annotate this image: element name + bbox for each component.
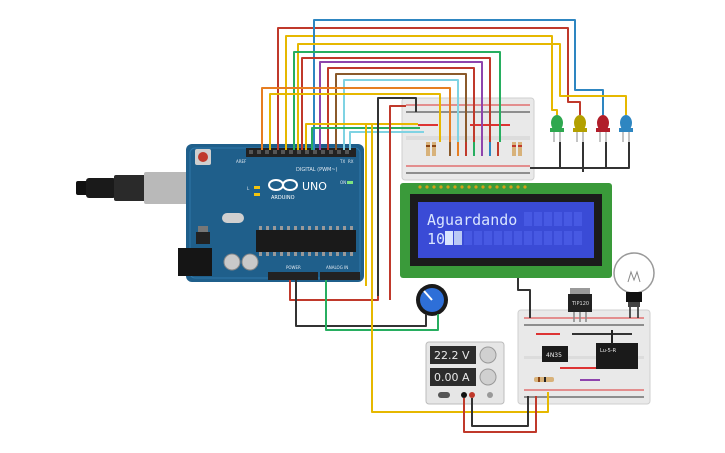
aref-label: AREF (236, 159, 247, 164)
analog-label: ANALOG IN (326, 265, 348, 270)
led-red (596, 115, 610, 142)
wire-pot-gnd (295, 280, 427, 327)
atmega-chip (256, 230, 356, 252)
resistor-array-right (512, 142, 522, 156)
current-display (430, 368, 476, 386)
wire-led-ground (530, 142, 630, 169)
on-label: ON (340, 180, 346, 185)
crystal (222, 213, 244, 223)
voltage-knob[interactable] (479, 346, 497, 364)
potentiometer[interactable] (416, 284, 448, 316)
current-knob[interactable] (479, 368, 497, 386)
uno-logo-text: UNO (302, 180, 327, 193)
wire-yellow-3 (269, 93, 441, 150)
wire-cyan (343, 79, 459, 150)
wire-green (293, 51, 501, 150)
positive-terminal (469, 392, 475, 398)
led-blue (619, 115, 633, 142)
wire-gnd-top (377, 97, 417, 296)
voltage-readout: 22.2 V (434, 349, 470, 362)
light-bulb (613, 252, 655, 318)
power-label: POWER (286, 265, 301, 270)
wire-yellow-bottom (371, 124, 549, 413)
wire-blue-led (313, 19, 604, 150)
wire-psu-negative (471, 396, 529, 427)
lcd-screen (418, 202, 594, 258)
wire-cyan-short (349, 131, 424, 150)
relay-label: Lu-5-R (600, 348, 617, 354)
wire-5v-top (389, 105, 406, 300)
wire-brown (335, 73, 467, 150)
wire-yellow-led (285, 35, 558, 150)
breadboard-bottom: 4N35 Lu-5-R (517, 309, 651, 405)
brand-text: ARDUINO (271, 195, 295, 201)
wire-red-2 (301, 57, 491, 150)
digital-label: DIGITAL (PWM~) (296, 167, 338, 173)
lcd-cells (464, 212, 582, 245)
wire-red-3 (327, 67, 475, 150)
tx-label: TX (339, 159, 345, 164)
voltage-regulator (196, 232, 210, 244)
wire-green-short (311, 127, 420, 150)
transistor-label: TIP120 (571, 301, 589, 307)
arduino-uno-board: AREF DIGITAL (PWM~) TX RX ARDUINO UNO L … (178, 144, 364, 282)
resistor-array-left (426, 142, 436, 156)
optocoupler-chip (542, 346, 568, 362)
led-green (550, 115, 564, 142)
rx-label: RX (348, 159, 354, 164)
wire-pot-signal (325, 280, 439, 331)
lcd-line-1: Aguardando (427, 211, 517, 229)
wire-yellow-short (305, 123, 418, 150)
wire-psu-positive (463, 396, 537, 433)
wire-red-led (277, 27, 581, 150)
capacitor (223, 253, 241, 271)
power-switch[interactable] (438, 392, 450, 398)
current-readout: 0.00 A (434, 371, 470, 384)
voltage-display (430, 346, 476, 364)
wires (261, 19, 630, 433)
lcd-line-2: 10 (427, 230, 445, 248)
optocoupler-label: 4N35 (546, 352, 562, 359)
wire-yellow-left (360, 123, 367, 286)
lcd-module: Aguardando 10 (400, 183, 612, 278)
breadboard-top (401, 97, 535, 181)
wire-yellow-2 (297, 43, 627, 150)
relay (596, 343, 638, 369)
led-yellow (573, 115, 587, 142)
analog-header (320, 272, 360, 280)
arduino-logo: ARDUINO (268, 179, 298, 201)
wire-purple (319, 61, 483, 150)
tip120-transistor: TIP120 (568, 288, 592, 322)
power-supply: 22.2 V 0.00 A (425, 341, 505, 405)
lcd-block-char (454, 231, 462, 245)
usb-cable (76, 172, 190, 204)
wire-orange (261, 87, 451, 150)
power-header (268, 272, 318, 280)
negative-terminal (461, 392, 467, 398)
capacitor (241, 253, 259, 271)
lcd-block-char (445, 231, 453, 245)
power-jack (178, 248, 212, 276)
wire-lcd-gnd (517, 278, 531, 318)
l-label: L (247, 186, 250, 191)
